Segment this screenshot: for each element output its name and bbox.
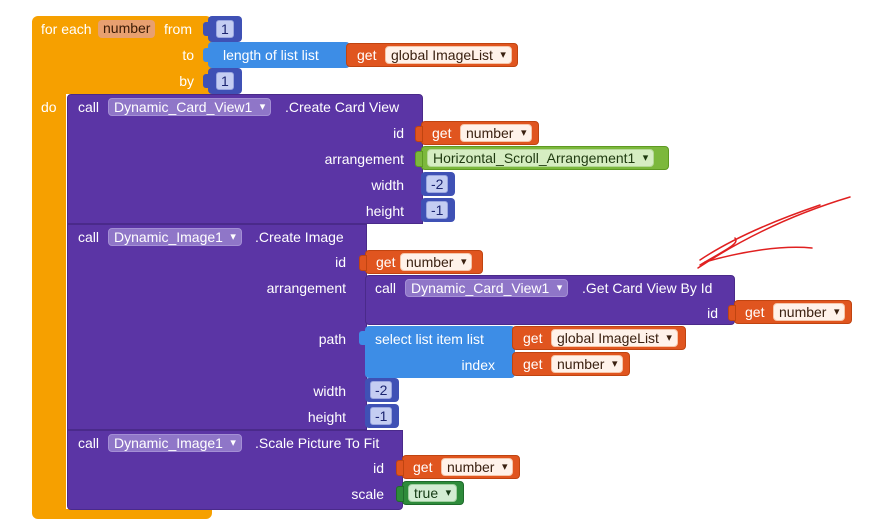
number-dropdown[interactable]: number <box>441 458 514 476</box>
from-label: from <box>164 21 192 37</box>
true-dropdown[interactable]: true <box>408 484 458 502</box>
to-label: to <box>182 47 194 63</box>
by-number[interactable]: 1 <box>216 72 234 90</box>
by-label: by <box>179 73 194 89</box>
image-width-number-block[interactable]: -2 <box>365 378 399 402</box>
index-get-number-block[interactable]: get number <box>512 352 630 376</box>
scale-id-label: id <box>373 460 384 476</box>
number-dropdown[interactable]: number <box>400 253 473 271</box>
get-imagelist-block[interactable]: get global ImageList <box>346 43 518 67</box>
image-component-dropdown[interactable]: Dynamic_Image1 <box>108 228 242 246</box>
image-width-number[interactable]: -2 <box>370 381 393 399</box>
card-view-component-dropdown[interactable]: Dynamic_Card_View1 <box>108 98 272 116</box>
card-height-number[interactable]: -1 <box>426 201 449 219</box>
imagelist-dropdown[interactable]: global ImageList <box>551 329 678 347</box>
image-get-number-block[interactable]: get number <box>365 250 483 274</box>
card-id-label: id <box>393 125 404 141</box>
inner-call-label: call <box>375 280 397 296</box>
get-label: get <box>745 304 765 320</box>
from-nub <box>203 22 209 36</box>
inner-get-number-block[interactable]: get number <box>734 300 852 324</box>
card-width-label: width <box>371 177 404 193</box>
number-dropdown[interactable]: number <box>551 355 624 373</box>
get-card-view-by-id-method: .Get Card View By Id <box>582 280 713 296</box>
index-label: index <box>461 357 495 373</box>
number-dropdown[interactable]: number <box>460 124 533 142</box>
call-label: call <box>78 229 100 245</box>
create-image-method: .Create Image <box>255 229 344 245</box>
scale-image-component-dropdown[interactable]: Dynamic_Image1 <box>108 434 242 452</box>
arrangement-dropdown[interactable]: Horizontal_Scroll_Arrangement1 <box>427 149 655 167</box>
path-nub <box>359 331 365 345</box>
card-arrangement-component-block[interactable]: Horizontal_Scroll_Arrangement1 <box>421 146 669 170</box>
card-id-nub <box>415 126 423 142</box>
image-arrangement-label: arrangement <box>266 280 346 296</box>
get-label: get <box>357 47 377 63</box>
card-width-number-block[interactable]: -2 <box>421 172 455 196</box>
card-get-number-block[interactable]: get number <box>421 121 539 145</box>
scale-label: scale <box>351 486 384 502</box>
by-number-block[interactable]: 1 <box>208 68 242 94</box>
get-label: get <box>523 330 543 346</box>
inner-card-view-dropdown[interactable]: Dynamic_Card_View1 <box>405 279 569 297</box>
select-list-item-block[interactable] <box>365 326 515 378</box>
select-get-imagelist-block[interactable]: get global ImageList <box>512 326 686 350</box>
scale-picture-method: .Scale Picture To Fit <box>255 435 380 451</box>
inner-id-label: id <box>707 305 718 321</box>
scale-id-nub <box>396 460 404 476</box>
image-height-number[interactable]: -1 <box>370 407 393 425</box>
image-id-label: id <box>335 254 346 270</box>
scale-true-block[interactable]: true <box>402 481 464 505</box>
inner-id-nub <box>728 305 736 321</box>
for-each-label: for each <box>41 21 92 37</box>
from-number[interactable]: 1 <box>216 20 234 38</box>
card-arrangement-label: arrangement <box>324 151 404 167</box>
get-label: get <box>376 254 396 270</box>
scale-nub <box>396 486 404 502</box>
number-dropdown[interactable]: number <box>773 303 846 321</box>
image-id-nub <box>359 255 367 271</box>
card-arrangement-nub <box>415 151 423 167</box>
get-label: get <box>413 459 433 475</box>
do-label: do <box>41 99 57 115</box>
create-image-block[interactable] <box>67 224 367 430</box>
from-number-block[interactable]: 1 <box>208 16 242 42</box>
call-label: call <box>78 435 100 451</box>
image-width-label: width <box>313 383 346 399</box>
scale-get-number-block[interactable]: get number <box>402 455 520 479</box>
create-card-view-method: .Create Card View <box>285 99 400 115</box>
card-height-number-block[interactable]: -1 <box>421 198 455 222</box>
loop-variable-name[interactable]: number <box>98 20 156 38</box>
by-nub <box>203 74 209 88</box>
image-height-label: height <box>307 409 346 425</box>
image-height-number-block[interactable]: -1 <box>365 404 399 428</box>
imagelist-dropdown[interactable]: global ImageList <box>385 46 512 64</box>
select-list-item-label: select list item list <box>375 331 484 347</box>
get-label: get <box>432 125 452 141</box>
length-of-list-block[interactable]: length of list list <box>208 42 350 68</box>
length-of-list-label: length of list list <box>223 47 319 63</box>
to-nub <box>203 48 209 62</box>
get-label: get <box>523 356 543 372</box>
card-height-label: height <box>365 203 404 219</box>
call-label: call <box>78 99 100 115</box>
card-width-number[interactable]: -2 <box>426 175 449 193</box>
image-path-label: path <box>318 331 346 347</box>
